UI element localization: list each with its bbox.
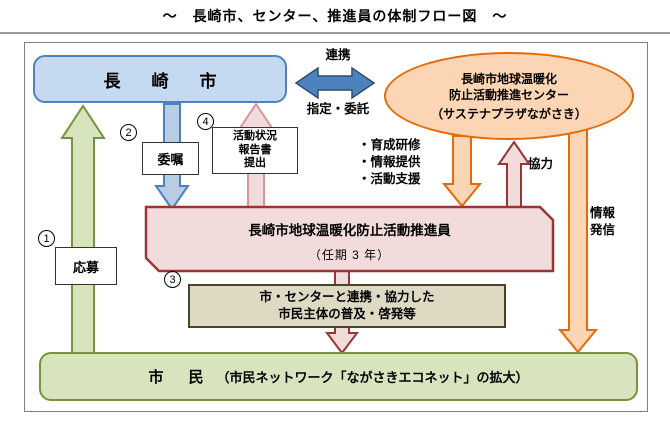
citizens-label: 市 民 — [148, 369, 209, 386]
apply-label-box: 応募 — [55, 247, 117, 285]
activity-line2: 市民主体の普及・啓発等 — [278, 307, 416, 321]
promoter-banner-text: 長崎市地球温暖化防止活動推進員 （任期 3 年） — [146, 212, 553, 270]
report-line1: 活動状況 — [233, 130, 277, 143]
step-marker-3: 3 — [164, 271, 181, 288]
promoter-title: 長崎市地球温暖化防止活動推進員 — [248, 223, 451, 238]
center-label-line1: 長崎市地球温暖化 — [460, 71, 557, 86]
page-title: ～ 長崎市、センター、推進員の体制フロー図 ～ — [162, 8, 508, 24]
support-line3: ・活動支援 — [358, 172, 421, 186]
report-label-box: 活動状況 報告書 提出 — [212, 127, 298, 174]
info-down-arrow-icon — [557, 125, 599, 354]
support-down-arrow-icon — [441, 135, 483, 208]
citizens-note: （市民ネットワーク「ながさきエコネット」の拡大） — [216, 370, 529, 385]
info-line1: 情報 — [590, 206, 616, 220]
info-label: 情報 発信 — [590, 205, 615, 239]
promoter-banner-shape — [144, 205, 555, 273]
diagram-title-bar: ～ 長崎市、センター、推進員の体制フロー図 ～ — [0, 0, 670, 34]
center-label-line3: （サステナプラザながさき） — [431, 106, 587, 121]
city-label: 長 崎 市 — [103, 71, 224, 91]
step-marker-4: 4 — [197, 113, 214, 130]
center-label-line2: 防止活動推進センター — [448, 87, 569, 102]
city-box: 長 崎 市 — [33, 55, 287, 103]
center-ellipse: 長崎市地球温暖化 防止活動推進センター （サステナプラザながさき） — [384, 52, 634, 140]
designation-label: 指定・委託 — [306, 102, 370, 116]
info-line2: 発信 — [590, 223, 616, 237]
support-line2: ・情報提供 — [358, 155, 421, 169]
commission-label-box: 委嘱 — [142, 142, 199, 175]
activity-box: 市・センターと連携・協力した 市民主体の普及・啓発等 — [188, 284, 506, 328]
step-marker-2: 2 — [120, 124, 137, 141]
report-line3: 提出 — [244, 157, 266, 170]
apply-label: 応募 — [72, 259, 99, 275]
promoter-subtitle: （任期 3 年） — [308, 248, 391, 262]
cooperate-label: 協力 — [528, 157, 554, 171]
cooperate-up-arrow-icon — [497, 140, 531, 209]
step-marker-1: 1 — [38, 230, 55, 247]
apply-up-arrow-icon — [60, 104, 106, 354]
cooperation-double-arrow-icon — [294, 66, 376, 100]
citizens-box: 市 民 （市民ネットワーク「ながさきエコネット」の拡大） — [39, 352, 638, 401]
support-line1: ・育成研修 — [358, 138, 421, 152]
commission-label: 委嘱 — [157, 152, 184, 167]
activity-line1: 市・センターと連携・協力した — [259, 290, 435, 304]
cooperation-label: 連携 — [325, 48, 351, 62]
support-labels: ・育成研修 ・情報提供 ・活動支援 — [358, 137, 421, 188]
report-line2: 報告書 — [238, 143, 272, 156]
